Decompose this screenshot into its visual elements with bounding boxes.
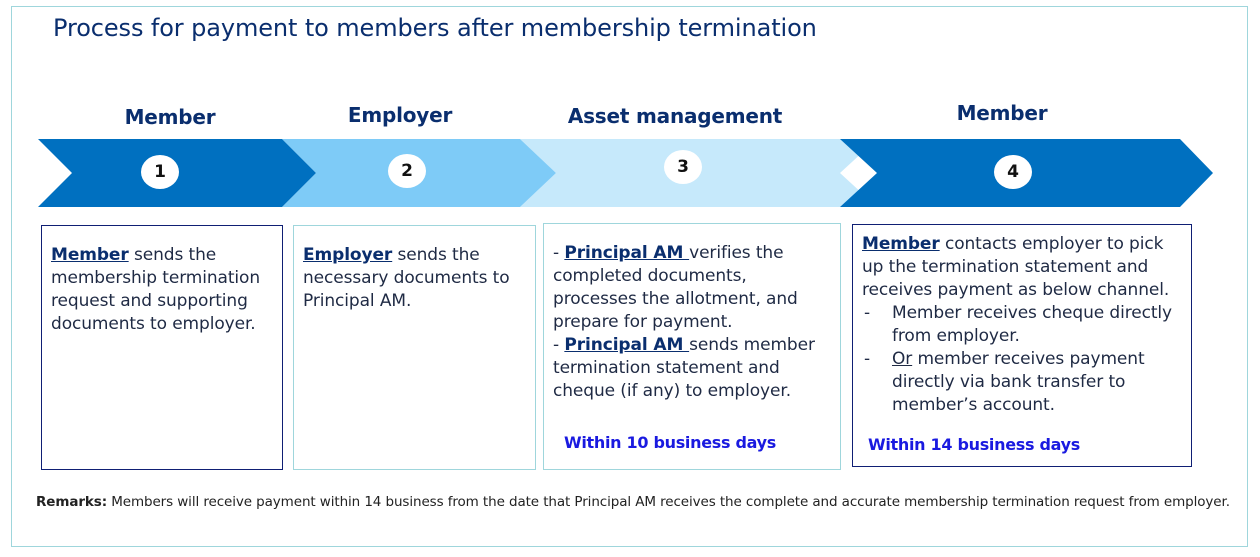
remarks-text: Members will receive payment within 14 b… [107, 494, 1230, 510]
stage-label-3: Asset management [567, 104, 783, 128]
box3-line2-text: sends member termination statement and c… [553, 335, 815, 401]
step-box-4: Member contacts employer to pick up the … [852, 224, 1192, 467]
box3-deadline: Within 10 business days [564, 433, 776, 452]
box4-bullet2-em: Or [892, 349, 913, 369]
box4-bullet2-mark: - [864, 349, 871, 369]
box3-line-2: - Principal AM sends member termination … [553, 334, 831, 403]
page-title: Process for payment to members after mem… [53, 14, 817, 42]
diagram-frame [11, 6, 1248, 547]
box2-actor: Employer [303, 245, 393, 265]
step-box-3: - Principal AM verifies the completed do… [543, 223, 841, 470]
box3-line1-actor: Principal AM [564, 243, 690, 263]
box3-line1-prefix: - [553, 243, 565, 263]
stage-label-4: Member [956, 101, 1048, 125]
box4-bullet-2: - Or member receives payment directly vi… [862, 348, 1182, 417]
box4-deadline: Within 14 business days [868, 435, 1080, 454]
box4-actor: Member [862, 234, 940, 254]
stage-label-1: Member [124, 105, 216, 129]
step-number-2: 2 [388, 154, 426, 188]
box1-text: sends the membership termination request… [51, 245, 261, 334]
box3-line2-actor: Principal AM [564, 335, 690, 355]
step-box-1: Member sends the membership termination … [41, 225, 283, 470]
box4-bullet-1: - Member receives cheque directly from e… [862, 302, 1182, 348]
box3-line1-text: verifies the completed documents, proces… [553, 243, 798, 332]
stage-label-2: Employer [347, 103, 453, 127]
step-number-1: 1 [141, 155, 179, 189]
box4-bullet2-text: member receives payment directly via ban… [892, 349, 1145, 415]
remarks-label: Remarks: [36, 494, 107, 510]
remarks-note: Remarks: Members will receive payment wi… [36, 494, 1230, 510]
box1-actor: Member [51, 245, 129, 265]
box4-bullet1-mark: - [864, 303, 871, 323]
box3-line-1: - Principal AM verifies the completed do… [553, 242, 831, 334]
box3-line2-prefix: - [553, 335, 565, 355]
box2-text: sends the necessary documents to Princip… [303, 245, 510, 311]
step-number-4: 4 [994, 155, 1032, 189]
box4-bullet1-text: Member receives cheque directly from emp… [892, 303, 1173, 346]
step-box-2: Employer sends the necessary documents t… [293, 225, 536, 470]
box4-text: contacts employer to pick up the termina… [862, 234, 1170, 300]
step-number-3: 3 [664, 150, 702, 184]
